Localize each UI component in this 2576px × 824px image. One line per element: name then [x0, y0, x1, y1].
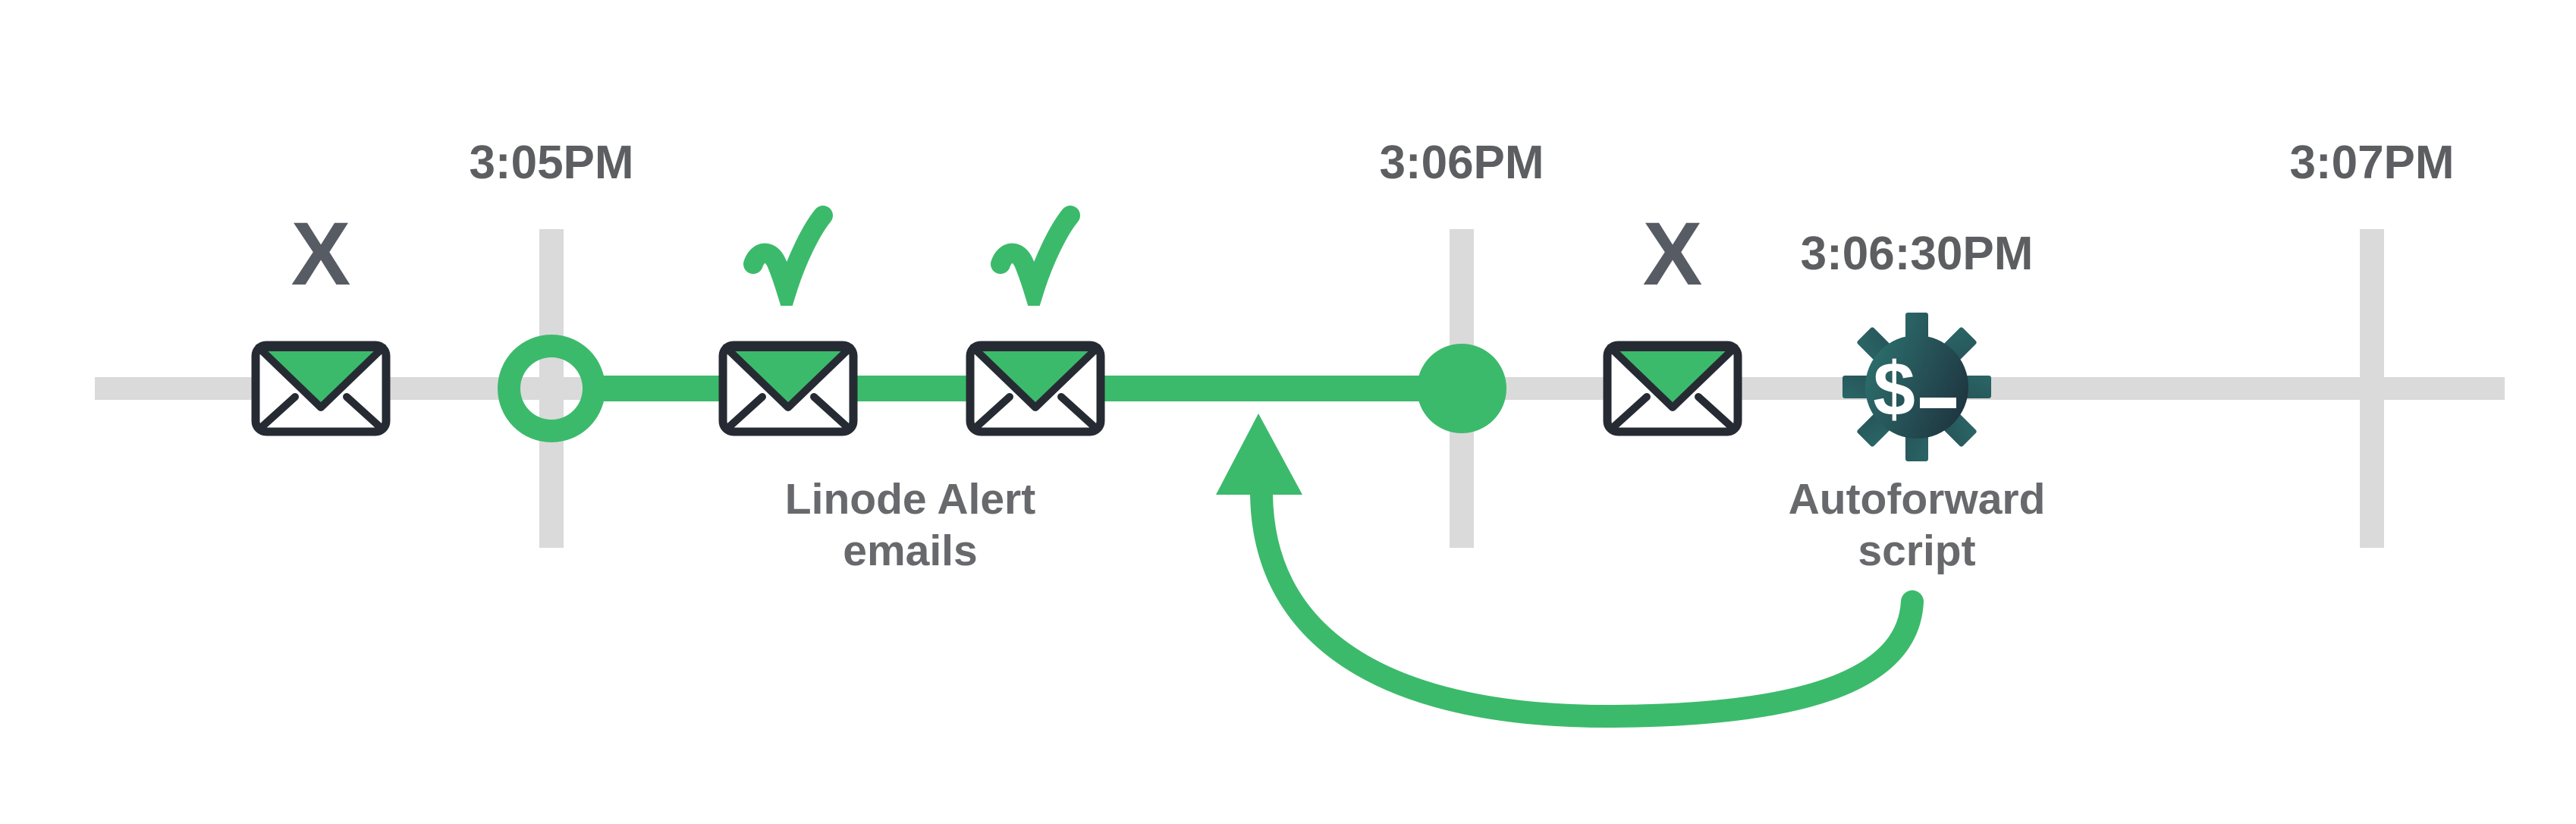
- alert-emails-label: Linode Alert emails: [785, 473, 1035, 577]
- alert-emails-line1: Linode Alert: [784, 475, 1036, 524]
- envelope-icon: [966, 341, 1105, 436]
- alert-emails-line2: emails: [843, 527, 978, 575]
- x-mark: X: [1642, 204, 1703, 305]
- timestamp-305: 3:05PM: [469, 137, 634, 189]
- check-icon: [991, 206, 1080, 306]
- envelope-icon: [1603, 341, 1742, 436]
- autoforward-line1: Autoforward: [1788, 475, 2046, 524]
- envelope-icon: [251, 341, 391, 436]
- envelope-icon: [718, 341, 858, 436]
- autoforward-label: Autoforward script: [1789, 473, 2046, 577]
- timestamp-gear: 3:06:30PM: [1800, 228, 2034, 280]
- gear-terminal-icon: $: [1842, 313, 1991, 461]
- shell-prompt-underscore: [1920, 398, 1956, 408]
- timestamp-307: 3:07PM: [2289, 137, 2455, 189]
- autoforward-line2: script: [1858, 527, 1976, 575]
- end-dot-node: [1417, 344, 1506, 433]
- x-mark: X: [291, 204, 351, 305]
- start-ring-node: [498, 335, 605, 442]
- tick-mark-307: [2360, 229, 2384, 548]
- gear-body: [1842, 313, 1991, 461]
- timestamp-306: 3:06PM: [1379, 137, 1544, 189]
- shell-prompt-dollar: $: [1873, 347, 1915, 432]
- check-icon: [743, 206, 833, 306]
